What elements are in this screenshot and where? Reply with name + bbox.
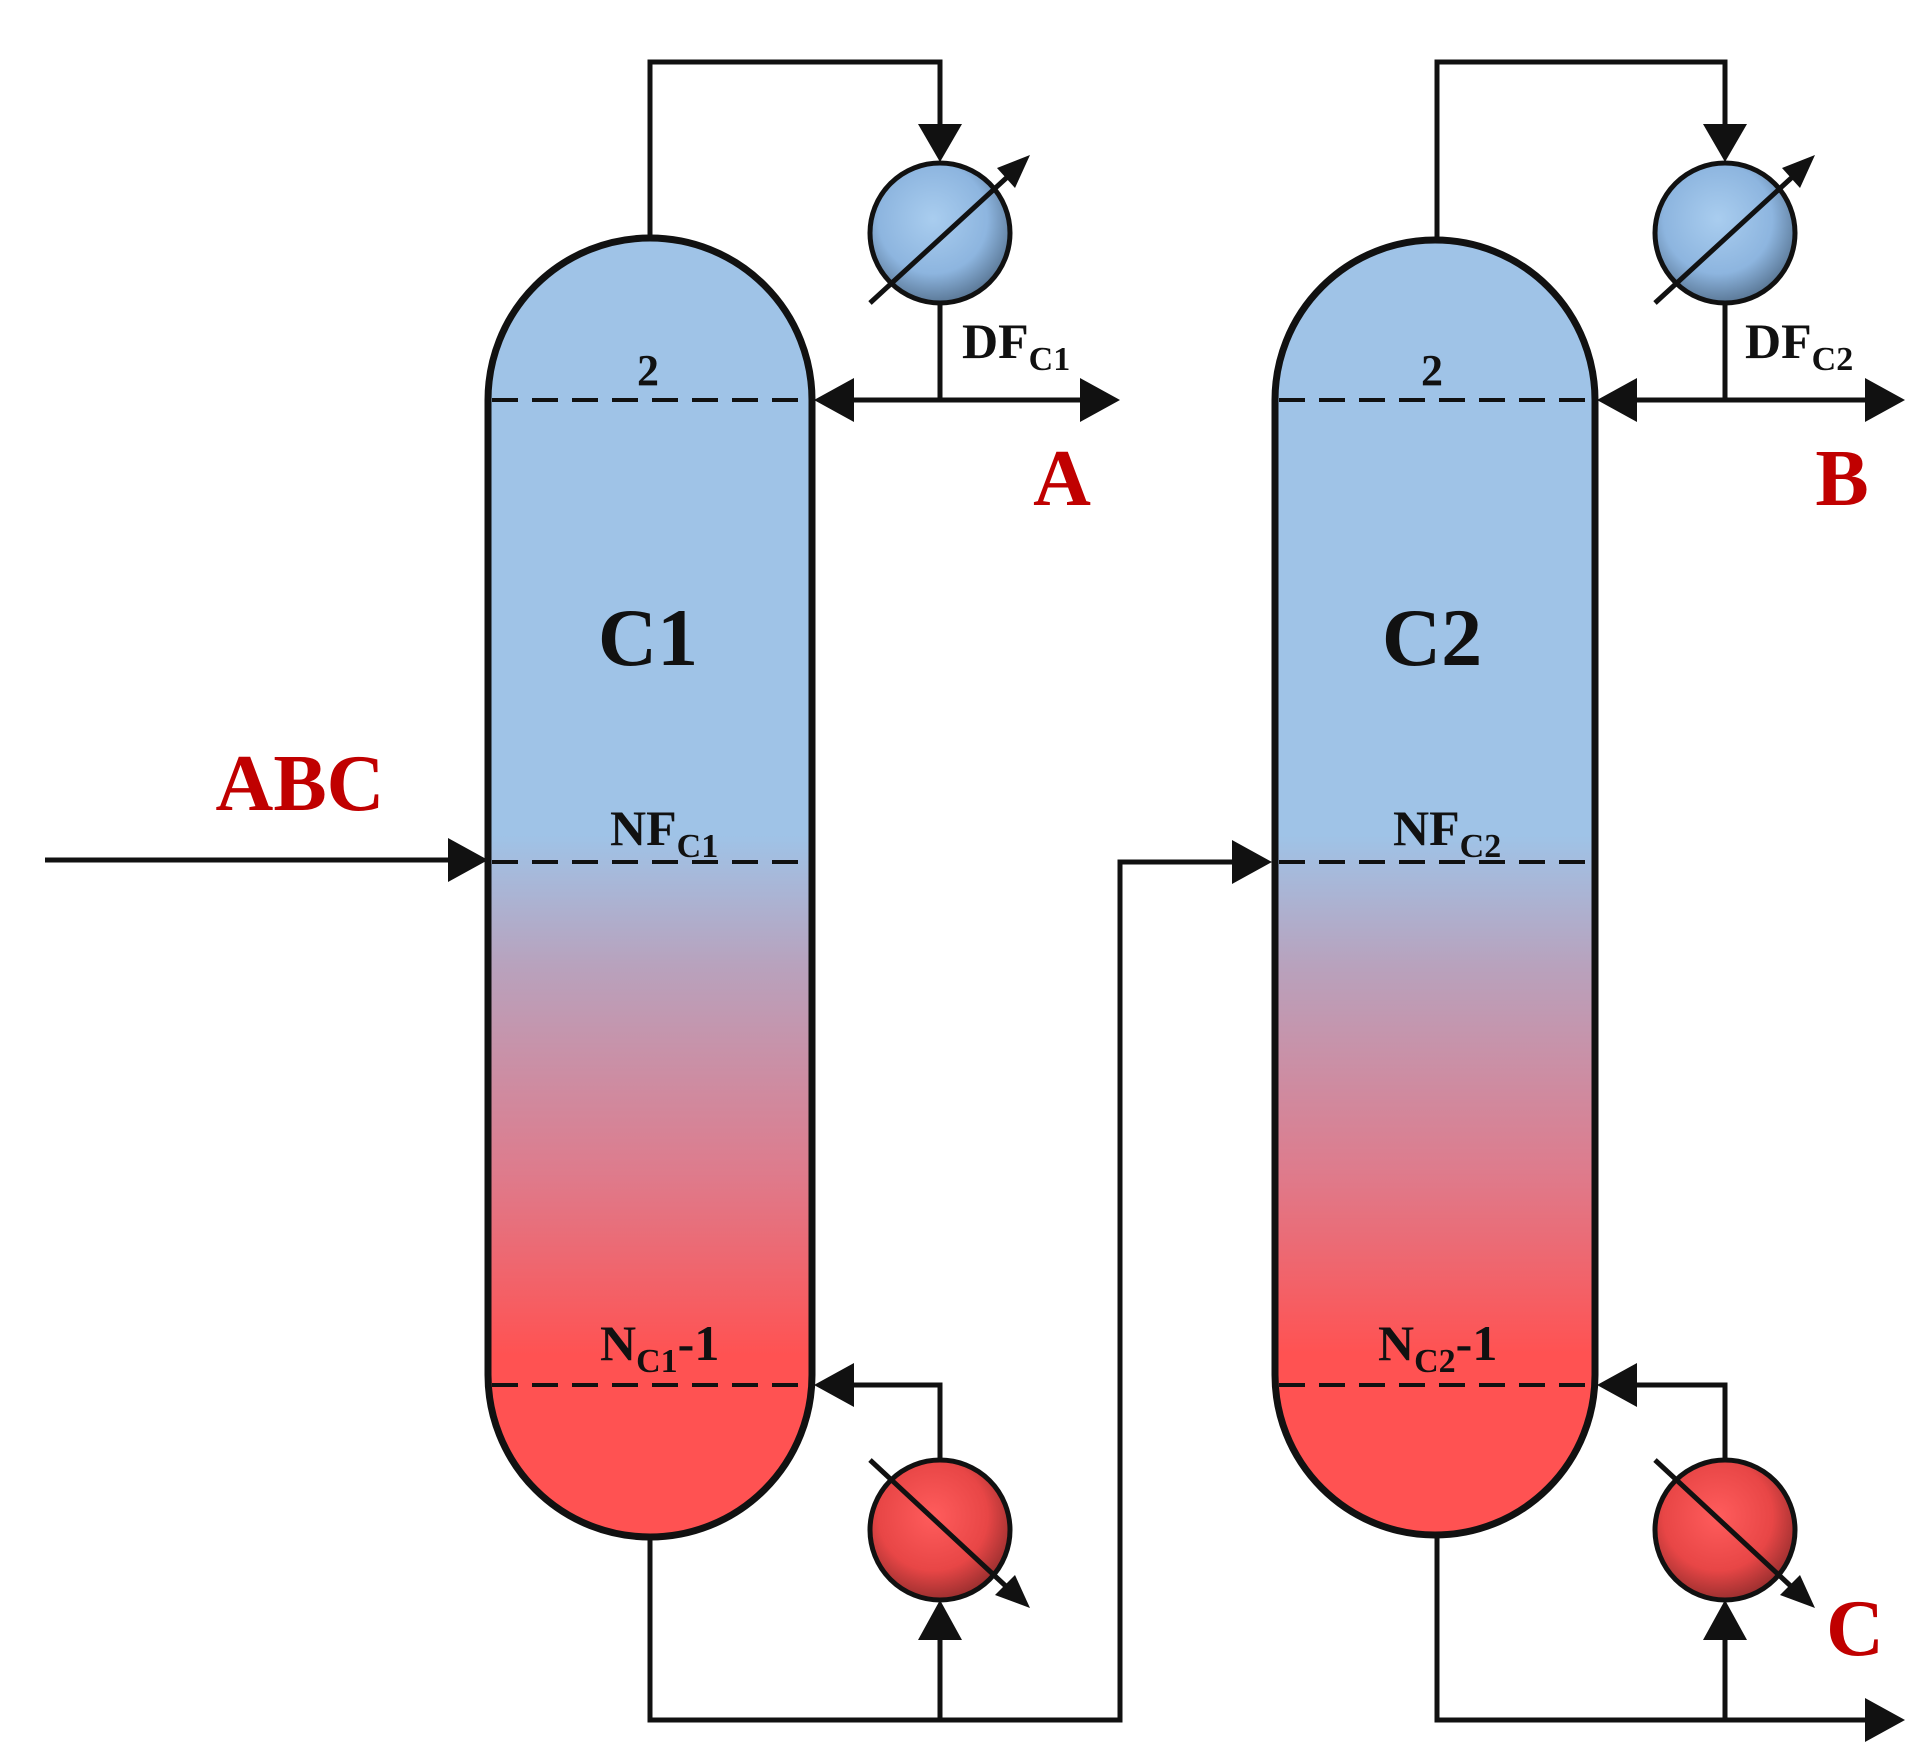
distillate-flow-label-c1: DFC1: [962, 313, 1070, 378]
arrowhead-icon: [1080, 378, 1120, 422]
top-stage-label-c1: 2: [637, 346, 659, 395]
arrowhead-icon: [1703, 124, 1747, 162]
arrowhead-icon: [1780, 1575, 1815, 1608]
overhead-line-c1: [647, 59, 962, 238]
feed-label: ABC: [216, 740, 385, 828]
reflux-line-c2: [1597, 303, 1905, 422]
arrowhead-icon: [995, 1575, 1030, 1608]
arrowhead-icon: [1232, 840, 1272, 884]
overhead-line-c2: [1434, 59, 1747, 238]
bottoms-line-c2: [1434, 1538, 1905, 1742]
reboiler-c2: [1652, 1457, 1815, 1608]
arrowhead-icon: [1782, 155, 1815, 188]
reboiler-return-c1: [814, 1363, 943, 1460]
column-c1: [484, 234, 816, 1541]
reboiler-c1: [867, 1457, 1030, 1608]
column-name-c2: C2: [1382, 592, 1482, 683]
distillate-flow-label-c2: DFC2: [1745, 313, 1853, 378]
arrowhead-icon: [1865, 378, 1905, 422]
top-stage-label-c2: 2: [1421, 346, 1443, 395]
column-c2: [1271, 236, 1599, 1539]
distillate-product-label-c2: B: [1815, 435, 1868, 523]
arrowhead-icon: [1597, 1363, 1637, 1407]
feed-stage-label-c2: NFC2: [1393, 800, 1501, 865]
reboiler-return-c2: [1597, 1363, 1728, 1460]
arrowhead-icon: [918, 1600, 962, 1640]
arrowhead-icon: [814, 378, 854, 422]
arrowhead-icon: [1597, 378, 1637, 422]
arrowhead-icon: [448, 838, 488, 882]
distillate-product-label-c1: A: [1033, 435, 1091, 523]
arrowhead-icon: [814, 1363, 854, 1407]
bottom-stage-label-c2: NC2-1: [1378, 1315, 1497, 1380]
bottoms-product-label-c2: C: [1826, 1585, 1884, 1673]
condenser-c1: [867, 155, 1030, 306]
arrowhead-icon: [997, 155, 1030, 188]
arrowhead-icon: [1703, 1600, 1747, 1640]
feed-stage-label-c1: NFC1: [610, 800, 718, 865]
bottoms-line-c1: [647, 840, 1272, 1723]
reflux-line-c1: [814, 303, 1120, 422]
condenser-c2: [1652, 155, 1815, 306]
feed-stream: [45, 838, 488, 882]
bottom-stage-label-c1: NC1-1: [600, 1315, 719, 1380]
column-name-c1: C1: [598, 592, 698, 683]
arrowhead-icon: [1865, 1698, 1905, 1742]
arrowhead-icon: [918, 124, 962, 162]
